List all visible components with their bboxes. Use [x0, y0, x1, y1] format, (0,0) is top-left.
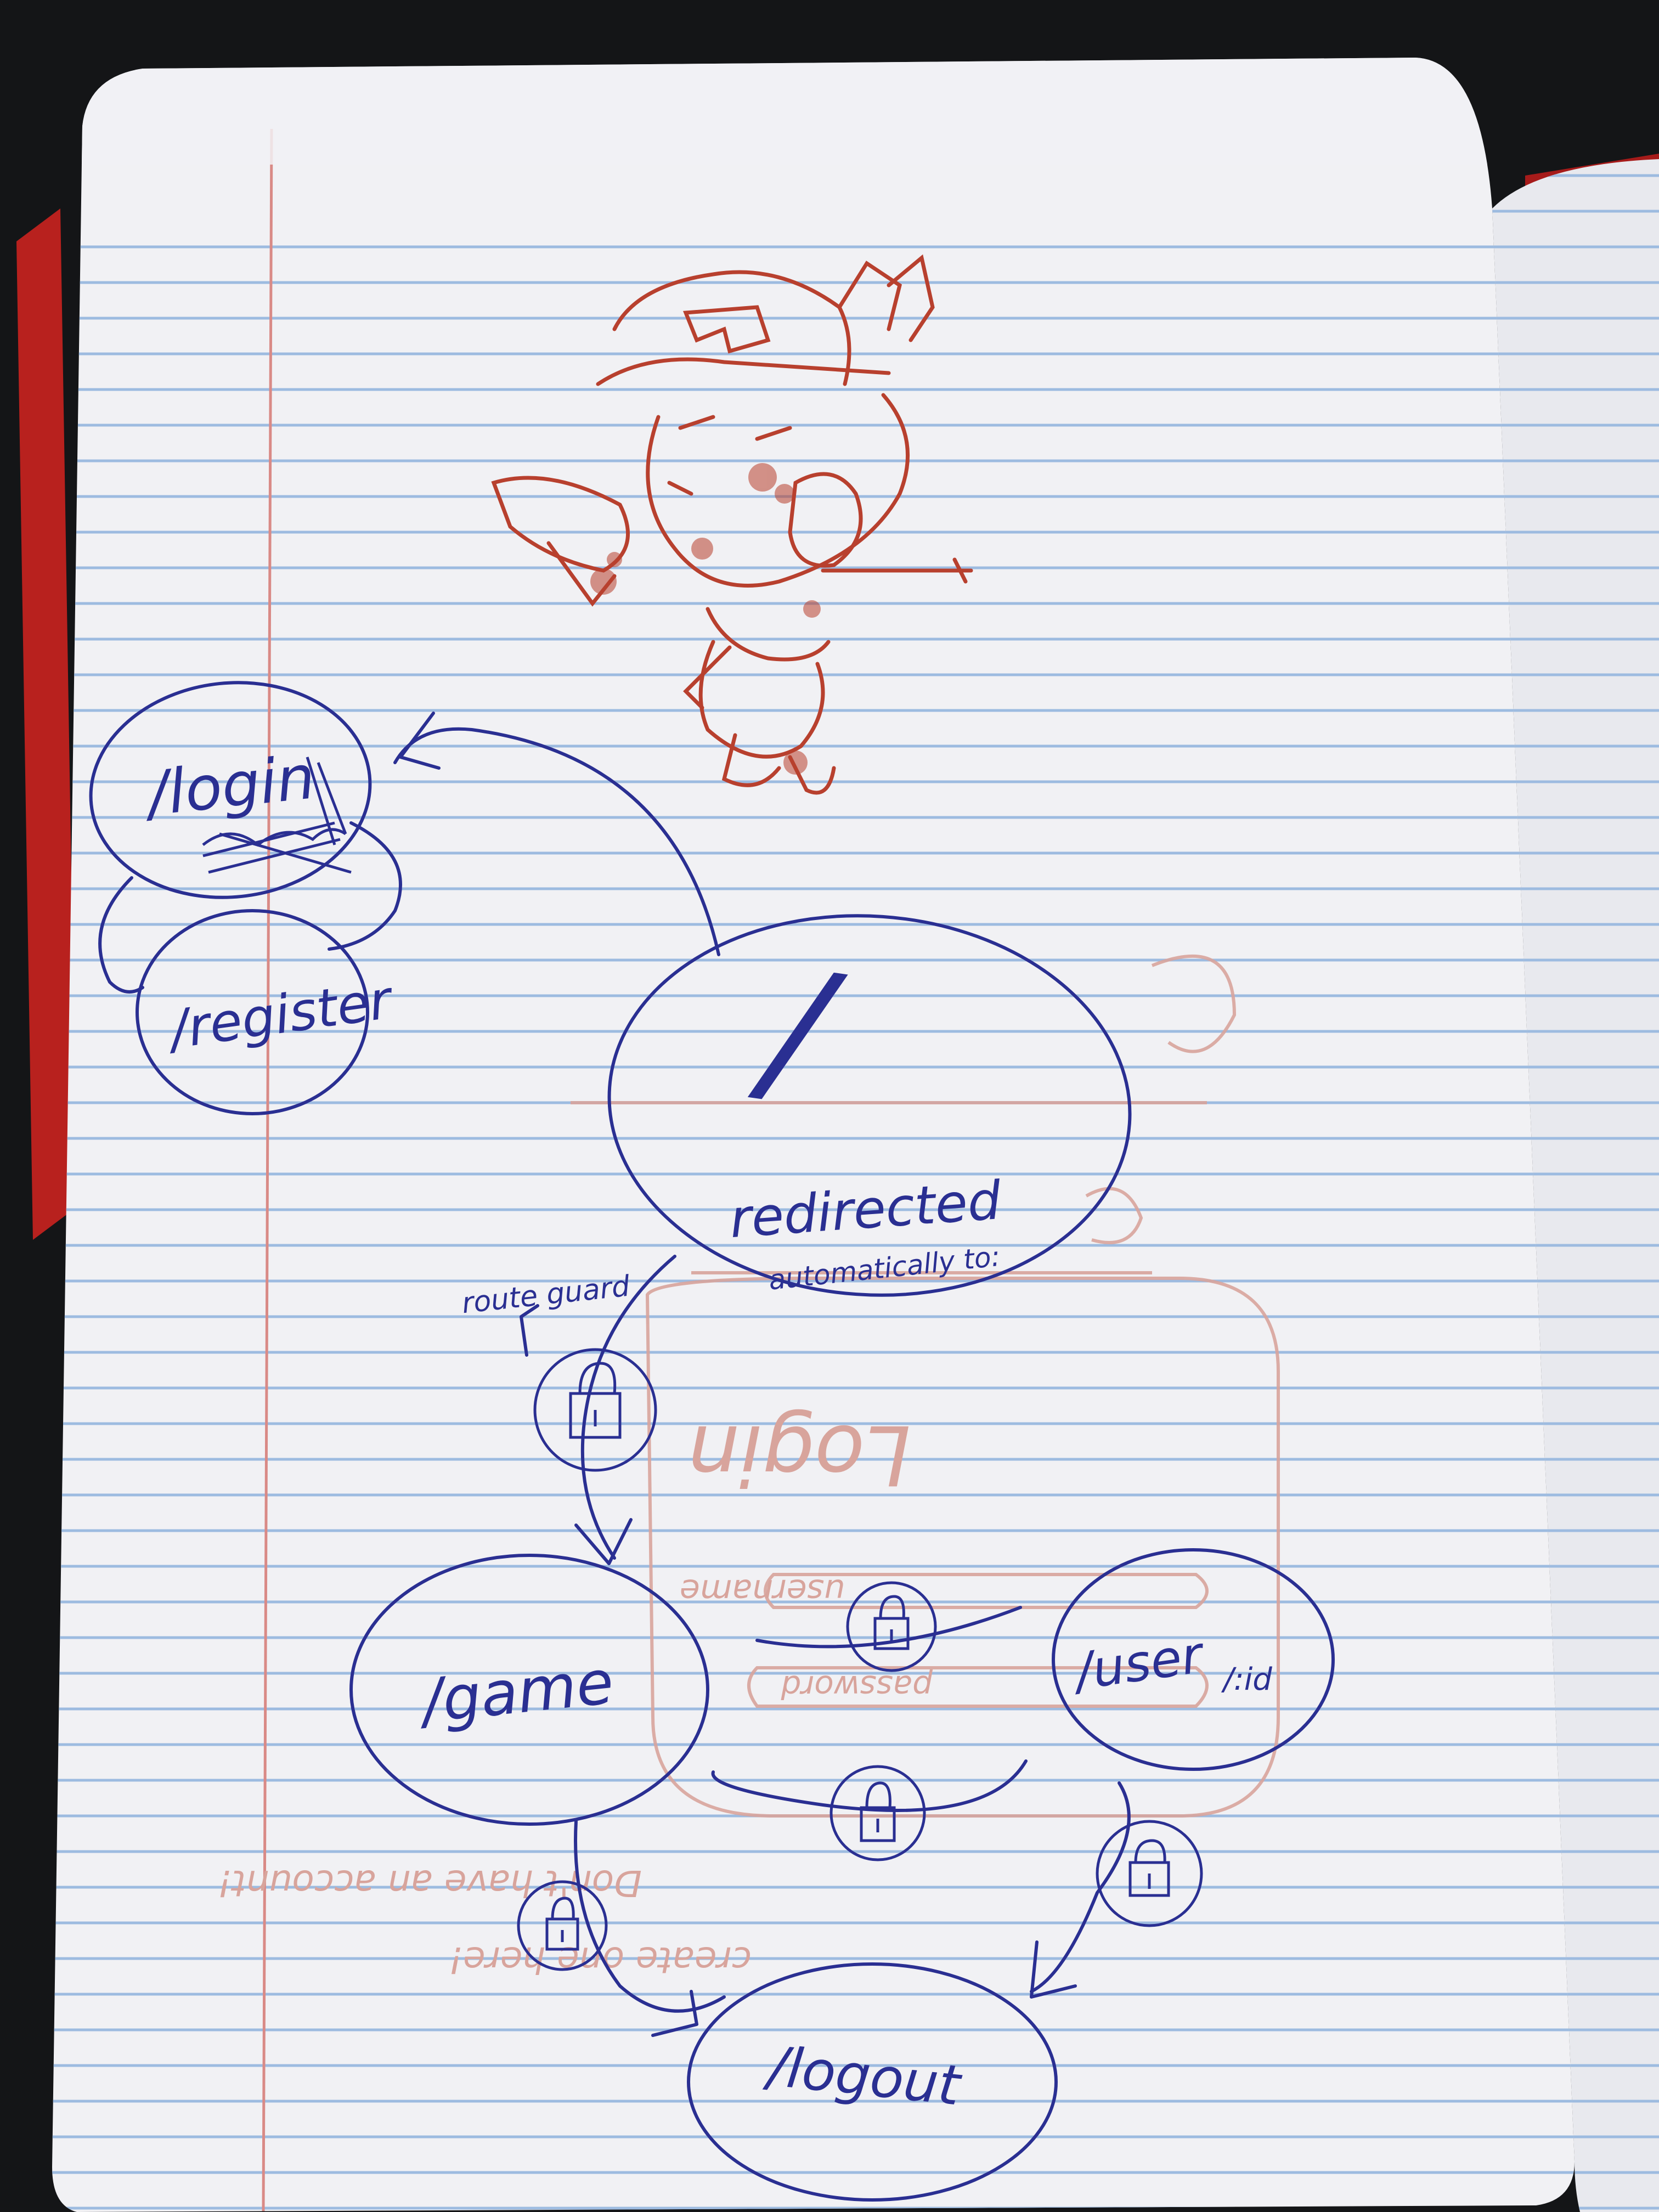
faded-login-sketch: [571, 954, 1280, 1818]
node-user-suffix: /:id: [1221, 1662, 1272, 1697]
node-login-ellipse: [89, 681, 372, 899]
arrowhead-logout-left: [651, 1990, 698, 2037]
faded-password-word: password: [780, 1668, 933, 1706]
edge-root-to-login: [393, 727, 720, 956]
lock-icon: [517, 1880, 608, 1971]
red-character-drawing: [491, 254, 973, 795]
node-register-ellipse: [136, 909, 369, 1115]
diagram-connectors: [98, 712, 1131, 2037]
lock-icon: [1096, 1820, 1203, 1927]
route-guard-pointer: [520, 1304, 539, 1357]
arrowhead-game: [574, 1518, 633, 1565]
node-root-ellipse: [607, 914, 1132, 1297]
login-crossed-out-scribble: [202, 757, 352, 874]
notebook-cover: [16, 208, 77, 1240]
edge-login-register-loop: [328, 821, 402, 951]
margin-line: [262, 128, 273, 2212]
edge-game-to-logout: [574, 1820, 726, 2013]
faded-create-line: create one here!: [449, 1939, 752, 1981]
edge-root-to-game: [580, 1255, 676, 1560]
lock-icon: [533, 1348, 657, 1472]
node-user-ellipse: [1052, 1548, 1335, 1771]
left-page: [52, 58, 1575, 2212]
edge-user-to-logout: [1030, 1781, 1131, 1993]
node-logout-ellipse: [687, 1962, 1058, 2202]
edge-game-to-user: [755, 1606, 1022, 1649]
edge-register-login-loop: [98, 876, 144, 994]
node-game-ellipse: [349, 1554, 709, 1826]
lock-icon: [830, 1765, 926, 1861]
diagram-nodes: [89, 681, 1335, 2202]
lock-icons: [517, 1348, 1203, 1971]
edge-user-to-game: [711, 1759, 1028, 1812]
arrowhead-logout-right: [1030, 1940, 1077, 1999]
faded-login-text: Login username password Don't have an ac…: [217, 1407, 933, 1981]
faded-username-word: username: [680, 1572, 845, 1610]
red-character-shading: [590, 463, 821, 775]
faded-login-word: Login: [687, 1407, 911, 1502]
arrowhead-login: [399, 712, 441, 770]
lock-icon: [846, 1581, 937, 1672]
